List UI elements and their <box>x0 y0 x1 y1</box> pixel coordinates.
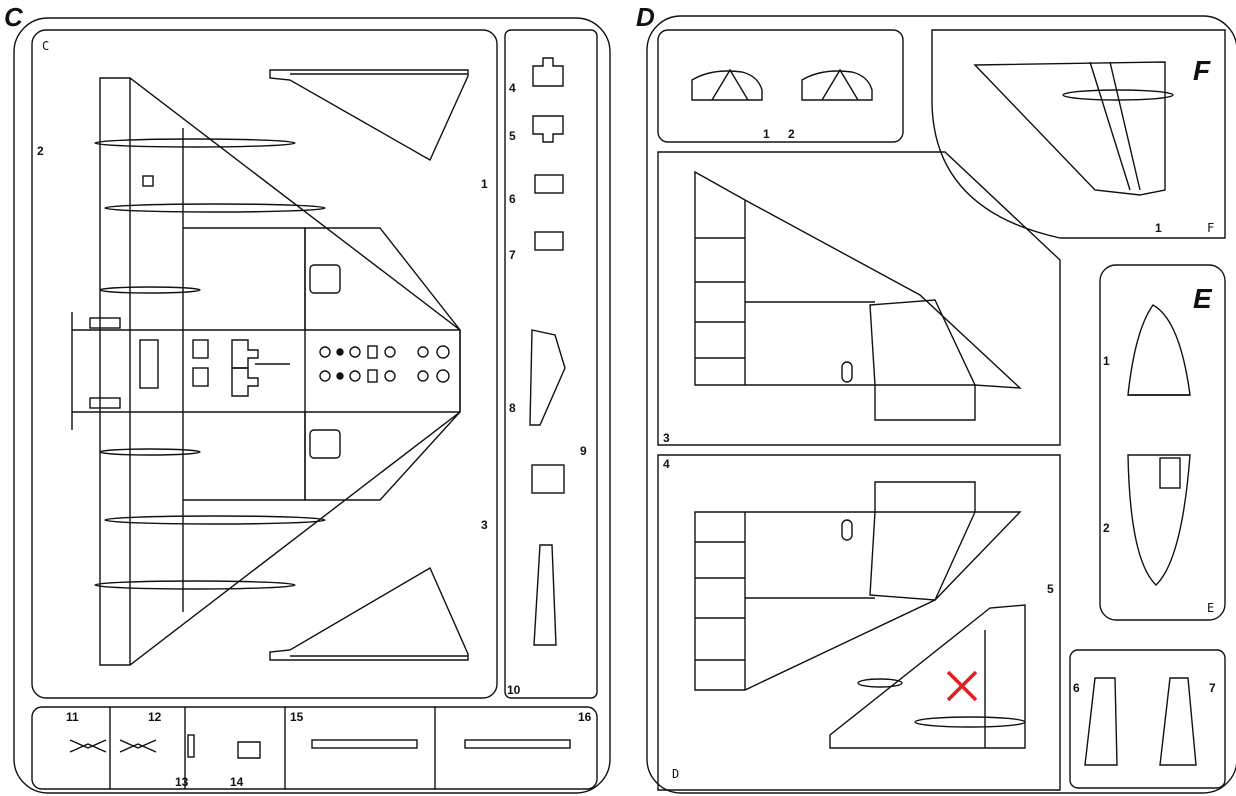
part-label-e2: 2 <box>1103 521 1110 535</box>
part-label-f1: 1 <box>1155 221 1162 235</box>
part-label-d4: 4 <box>663 457 670 471</box>
frame-mark-d: D <box>672 767 679 781</box>
rejected-x-mark <box>946 670 978 702</box>
tail-part-d5 <box>829 604 1026 749</box>
part-label-c11: 11 <box>66 710 79 724</box>
frame-mark-f: F <box>1207 221 1214 235</box>
part-labels-c: 1 2 3 4 5 6 7 8 9 10 11 12 13 14 15 16 <box>37 81 592 789</box>
part-label-c12: 12 <box>148 710 162 724</box>
part-label-c15: 15 <box>290 710 304 724</box>
sub-sprue-letter-f: F <box>1193 55 1211 86</box>
part-label-c1: 1 <box>481 177 488 191</box>
part-label-c13: 13 <box>175 775 189 789</box>
fin-part-c-top <box>269 69 469 161</box>
small-parts-c <box>529 57 566 646</box>
part-label-d5: 5 <box>1047 582 1054 596</box>
wing-half-d4 <box>694 481 1022 691</box>
sprue-c-frame <box>13 17 611 794</box>
part-label-d3: 3 <box>663 431 670 445</box>
part-label-d2: 2 <box>788 127 795 141</box>
part-label-c8: 8 <box>509 401 516 415</box>
sprue-d-frame <box>646 15 1236 794</box>
wing-half-d3 <box>694 170 1022 421</box>
part-labels-d: 1 2 3 4 5 6 7 1 1 2 <box>663 127 1216 695</box>
part-label-c16: 16 <box>578 710 592 724</box>
frame-mark-e: E <box>1207 601 1214 615</box>
sheet-letter-d: D <box>636 2 655 32</box>
part-label-d6: 6 <box>1073 681 1080 695</box>
part-label-c14: 14 <box>230 775 244 789</box>
panel-dials-c <box>319 345 450 383</box>
canopy-e <box>1127 304 1191 586</box>
sub-sprue-letter-e: E <box>1193 283 1213 314</box>
small-parts-c-bottom <box>69 734 571 759</box>
small-parts-d-6-7 <box>1084 677 1197 766</box>
part-label-d1: 1 <box>763 127 770 141</box>
part-label-c7: 7 <box>509 248 516 262</box>
fin-part-f <box>973 61 1174 196</box>
wing-plan-c <box>71 77 461 666</box>
sheet-letter-c: C <box>4 2 24 32</box>
part-label-d7: 7 <box>1209 681 1216 695</box>
part-label-c4: 4 <box>509 81 516 95</box>
part-label-c6: 6 <box>509 192 516 206</box>
part-label-c3: 3 <box>481 518 488 532</box>
canopy-parts-d <box>691 68 873 101</box>
part-label-c5: 5 <box>509 129 516 143</box>
frame-mark-c: C <box>42 39 49 53</box>
fin-part-c-bottom <box>269 566 469 661</box>
part-label-e1: 1 <box>1103 354 1110 368</box>
part-label-c9: 9 <box>580 444 587 458</box>
part-label-c2: 2 <box>37 144 44 158</box>
part-label-c10: 10 <box>507 683 521 697</box>
